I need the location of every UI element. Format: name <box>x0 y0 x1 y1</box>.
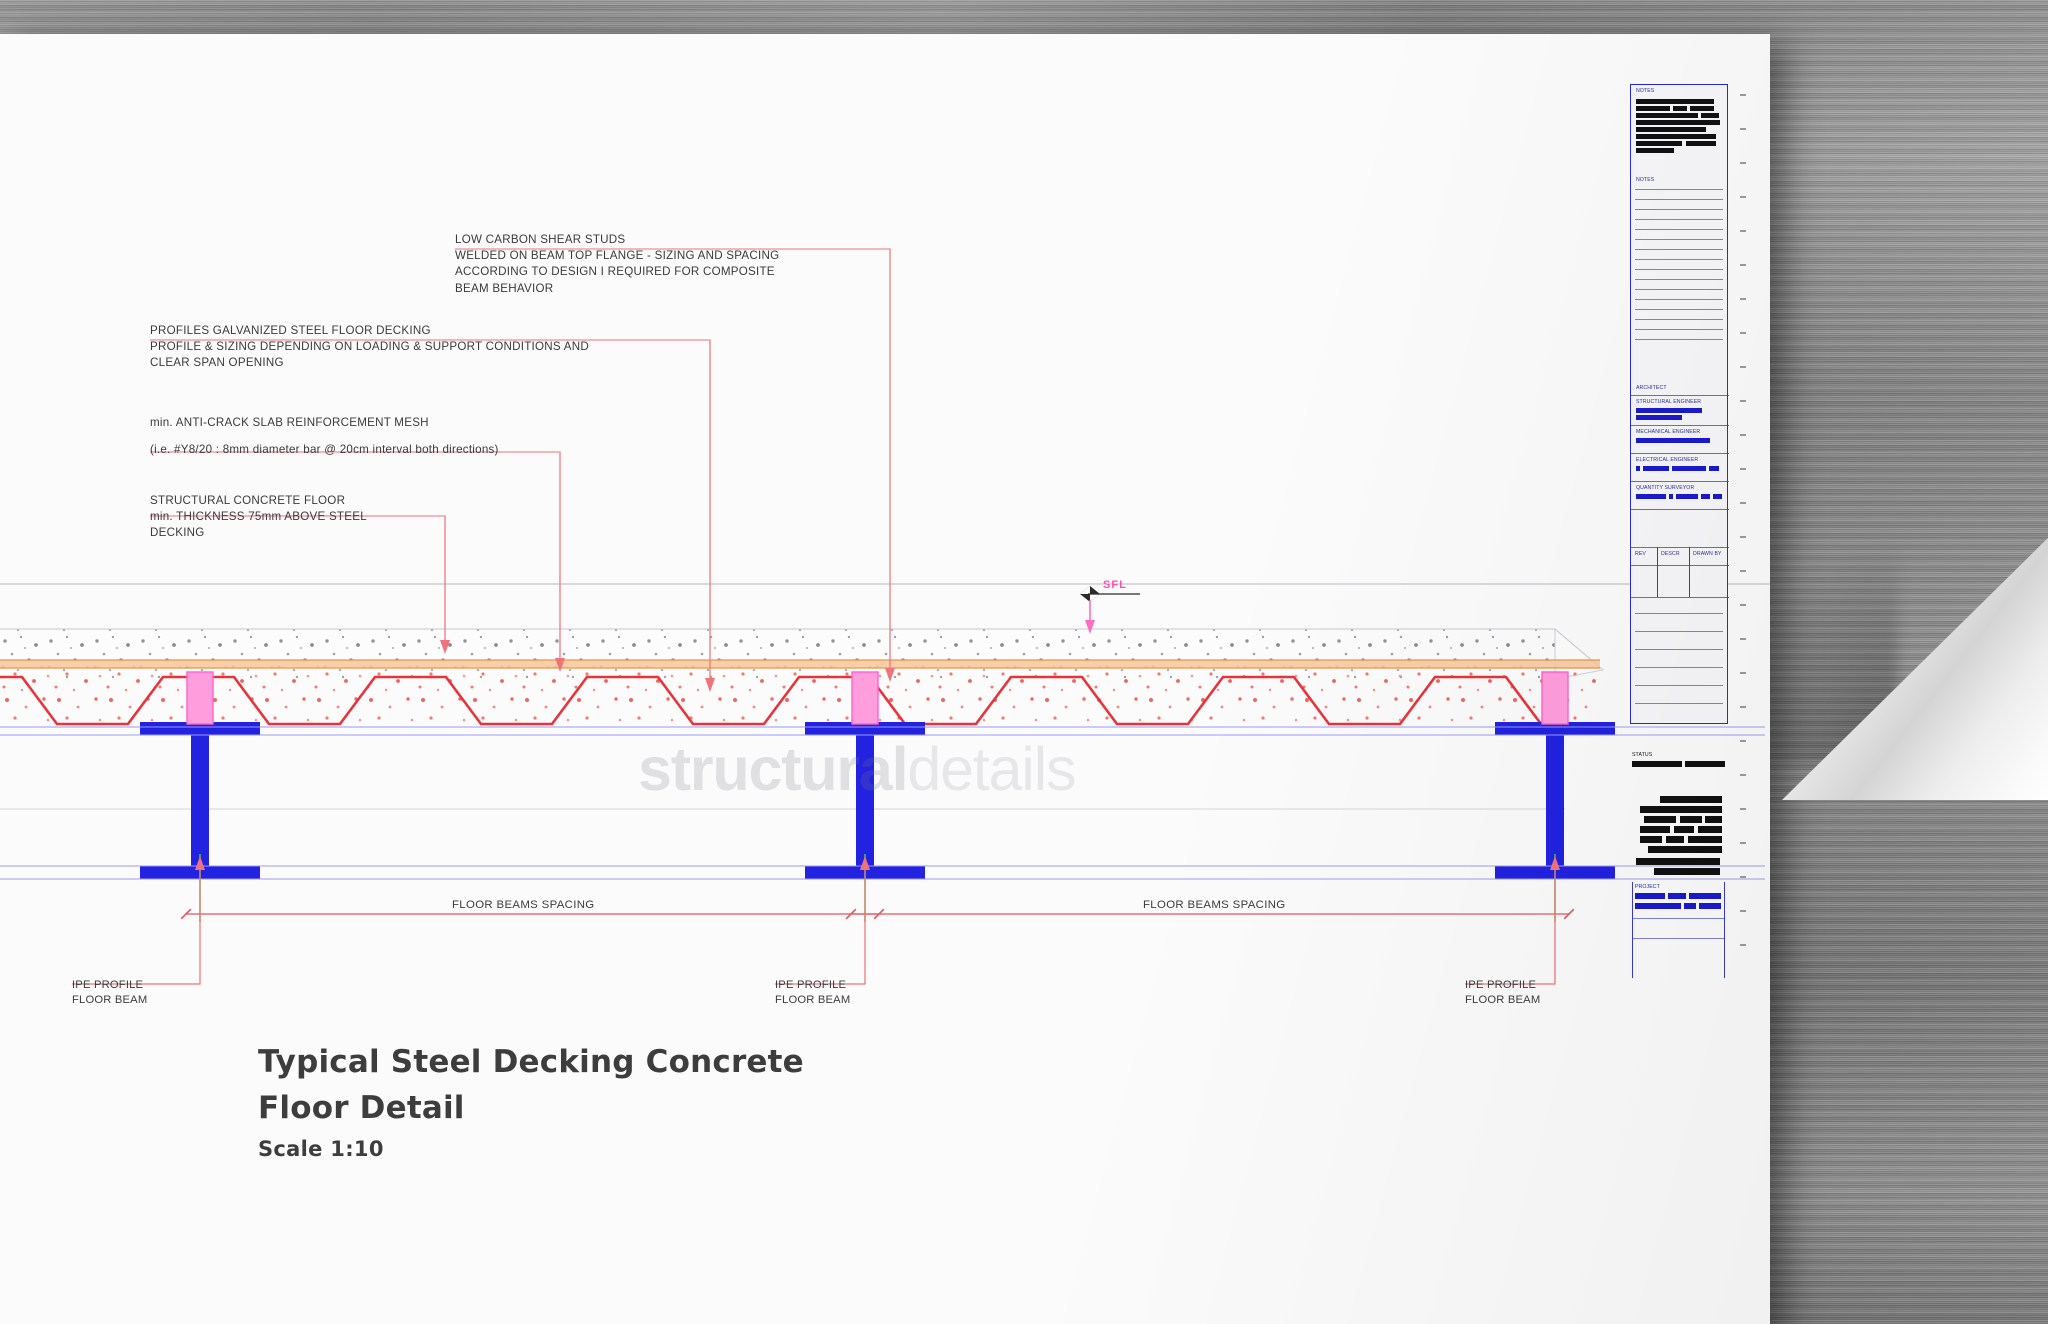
annotation-line: CLEAR SPAN OPENING <box>150 356 284 370</box>
watermark: structuraldetails <box>638 734 1076 804</box>
steel-decking-section-drawing <box>0 248 1770 985</box>
consultant-caption-mechanical: MECHANICAL ENGINEER <box>1636 429 1701 435</box>
annotation-line: PROFILES GALVANIZED STEEL FLOOR DECKING <box>150 324 431 337</box>
beam-label-line: IPE PROFILE <box>72 979 144 991</box>
annotation-line: min. THICKNESS 75mm ABOVE STEEL <box>150 510 367 524</box>
sfl-level-marker <box>1080 586 1140 634</box>
ipe-beam-2 <box>805 722 925 879</box>
drawing-scale: Scale 1:10 <box>258 1137 384 1161</box>
drawing-title-block: Typical Steel Decking Concrete Floor Det… <box>258 1039 804 1161</box>
page-title-line-2: Floor Detail <box>258 1090 465 1126</box>
annotation-concrete-floor: STRUCTURAL CONCRETE FLOOR min. THICKNESS… <box>150 493 367 542</box>
sfl-label: SFL <box>1103 579 1128 591</box>
annotation-line: WELDED ON BEAM TOP FLANGE - SIZING AND S… <box>455 249 780 263</box>
page-title-line-1: Typical Steel Decking Concrete <box>258 1044 804 1080</box>
beam-label-line: FLOOR BEAM <box>72 993 148 1006</box>
notes-caption-2: NOTES <box>1636 177 1655 183</box>
annotation-line: ACCORDING TO DESIGN I REQUIRED FOR COMPO… <box>455 265 775 279</box>
watermark-light: details <box>907 735 1076 803</box>
dimension-label-2: FLOOR BEAMS SPACING <box>1143 899 1286 911</box>
beam-label-line: IPE PROFILE <box>775 979 847 991</box>
rev-col-caption: REV <box>1635 551 1646 557</box>
consultant-caption-architect: ARCHITECT <box>1636 385 1667 391</box>
annotation-steel-decking: PROFILES GALVANIZED STEEL FLOOR DECKING … <box>150 323 589 372</box>
ipe-beam-1 <box>140 722 260 879</box>
consultant-caption-qs: QUANTITY SURVEYOR <box>1636 485 1695 491</box>
annotation-line: DECKING <box>150 526 205 540</box>
annotation-line: PROFILE & SIZING DEPENDING ON LOADING & … <box>150 340 589 354</box>
annotation-line: LOW CARBON SHEAR STUDS <box>455 233 626 246</box>
watermark-bold: structural <box>638 735 909 803</box>
drawnby-col-caption: DRAWN BY <box>1693 551 1722 557</box>
beam-label-2: IPE PROFILE FLOOR BEAM <box>775 978 850 1007</box>
beam-label-line: IPE PROFILE <box>1465 979 1537 991</box>
notes-caption-1: NOTES <box>1636 88 1655 94</box>
annotation-shear-studs: LOW CARBON SHEAR STUDS WELDED ON BEAM TO… <box>455 232 779 297</box>
annotation-line: min. ANTI-CRACK SLAB REINFORCEMENT MESH <box>150 416 429 429</box>
project-caption: PROJECT <box>1635 884 1660 890</box>
annotation-line: BEAM BEHAVIOR <box>455 281 554 295</box>
dimension-lines <box>180 854 1575 922</box>
annotation-line: STRUCTURAL CONCRETE FLOOR <box>150 494 346 507</box>
beam-label-3: IPE PROFILE FLOOR BEAM <box>1465 978 1540 1007</box>
dimension-label-1: FLOOR BEAMS SPACING <box>452 899 595 911</box>
shear-studs <box>186 671 1569 725</box>
annotation-reinforcement-mesh: min. ANTI-CRACK SLAB REINFORCEMENT MESH … <box>150 409 499 463</box>
consultant-caption-structural: STRUCTURAL ENGINEER <box>1636 399 1702 405</box>
beam-label-line: FLOOR BEAM <box>775 993 851 1006</box>
beam-label-line: FLOOR BEAM <box>1465 993 1541 1006</box>
title-block-notes-panel: NOTES NOTES <box>1630 84 1729 724</box>
beam-label-1: IPE PROFILE FLOOR BEAM <box>72 978 147 1007</box>
annotation-line: (i.e. #Y8/20 : 8mm diameter bar @ 20cm i… <box>150 443 499 456</box>
status-caption: STATUS <box>1632 752 1653 758</box>
consultant-caption-electrical: ELECTRICAL ENGINEER <box>1636 457 1699 463</box>
drawing-sheet: LOW CARBON SHEAR STUDS WELDED ON BEAM TO… <box>0 34 1770 1324</box>
title-block-project-panel: STATUS PROJECT <box>1630 752 1728 978</box>
descr-col-caption: DESCR <box>1661 551 1680 557</box>
